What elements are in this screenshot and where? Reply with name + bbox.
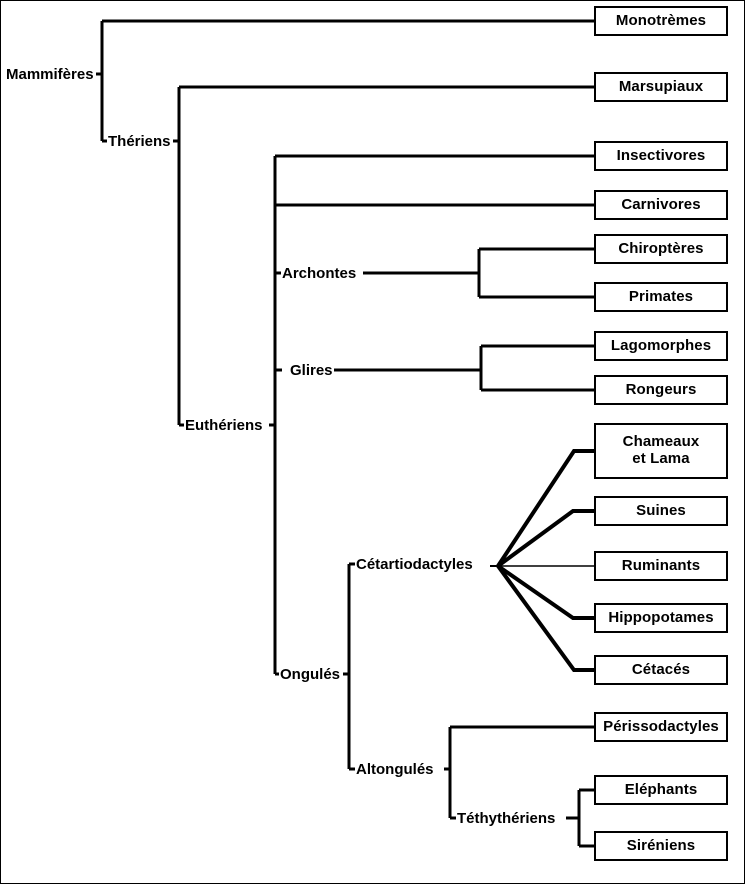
branch-group-archontes bbox=[363, 247, 594, 299]
node-label-tethytheriens: Téthythériens bbox=[456, 810, 557, 827]
taxon-box-rongeurs[interactable]: Rongeurs bbox=[594, 375, 728, 405]
node-label-theriens: Thériens bbox=[107, 133, 172, 150]
branch-group-altongules bbox=[444, 725, 594, 820]
taxon-box-cetaces[interactable]: Cétacés bbox=[594, 655, 728, 685]
taxon-box-perissodactyles[interactable]: Périssodactyles bbox=[594, 712, 728, 742]
node-label-cetartiodactyles: Cétartiodactyles bbox=[355, 556, 474, 573]
branch-group-theriens bbox=[173, 85, 594, 427]
taxon-box-sireniens[interactable]: Siréniens bbox=[594, 831, 728, 861]
taxon-box-hippopotames[interactable]: Hippopotames bbox=[594, 603, 728, 633]
branch-group-eutheriens bbox=[269, 154, 594, 676]
branch-group-glires bbox=[332, 344, 594, 392]
taxon-box-lagomorphes[interactable]: Lagomorphes bbox=[594, 331, 728, 361]
branch-group-tethytheriens bbox=[566, 788, 594, 848]
node-label-ongules: Ongulés bbox=[279, 666, 342, 683]
branch-to-chameaux bbox=[496, 449, 594, 568]
node-label-glires: Glires bbox=[289, 362, 334, 379]
taxon-box-marsupiaux[interactable]: Marsupiaux bbox=[594, 72, 728, 102]
node-label-archontes: Archontes bbox=[281, 265, 358, 282]
taxon-box-carnivores[interactable]: Carnivores bbox=[594, 190, 728, 220]
branch-group-cetartiodactyles bbox=[490, 449, 594, 672]
node-label-altongules: Altongulés bbox=[355, 761, 435, 778]
taxon-box-elephants[interactable]: Eléphants bbox=[594, 775, 728, 805]
taxon-box-ruminants[interactable]: Ruminants bbox=[594, 551, 728, 581]
taxon-box-insectivores[interactable]: Insectivores bbox=[594, 141, 728, 171]
node-label-mammiferes: Mammifères bbox=[5, 66, 95, 83]
taxon-box-monotremes[interactable]: Monotrèmes bbox=[594, 6, 728, 36]
branch-to-hippopotames bbox=[496, 564, 594, 620]
branch-to-suines bbox=[496, 509, 594, 568]
branch-group-ongules bbox=[343, 562, 356, 771]
taxon-box-chiropteres[interactable]: Chiroptères bbox=[594, 234, 728, 264]
branch-to-cetaces bbox=[496, 564, 594, 672]
taxon-box-primates[interactable]: Primates bbox=[594, 282, 728, 312]
node-label-eutheriens: Euthériens bbox=[184, 417, 264, 434]
branch-group-mammiferes bbox=[96, 19, 594, 143]
taxon-box-chameaux-et-lama[interactable]: Chameaux et Lama bbox=[594, 423, 728, 479]
taxon-box-suines[interactable]: Suines bbox=[594, 496, 728, 526]
